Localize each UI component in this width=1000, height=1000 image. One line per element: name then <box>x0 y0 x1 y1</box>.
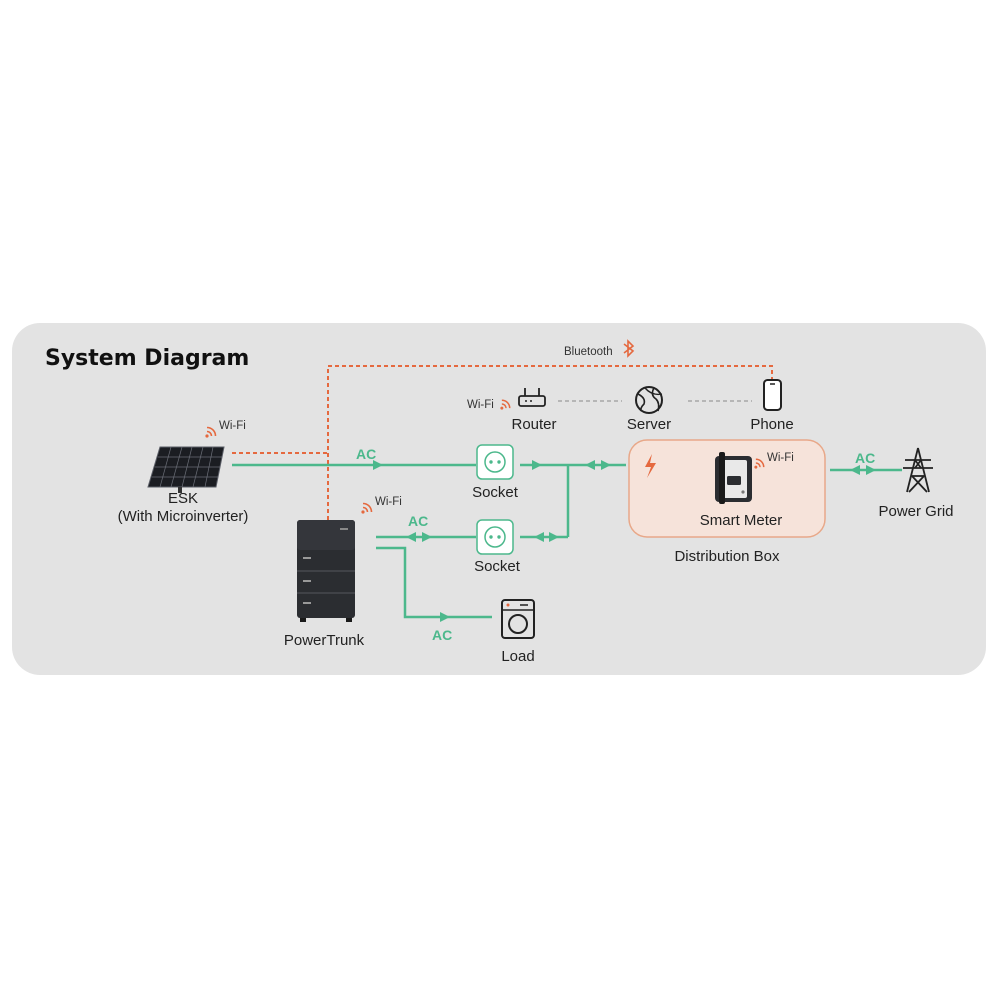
power-grid-label: Power Grid <box>878 503 953 520</box>
phone-label: Phone <box>750 416 793 433</box>
wifi-icon <box>205 426 217 438</box>
arrow-right <box>549 532 559 542</box>
arrow-left <box>534 532 544 542</box>
smart-meter-wifi-label: Wi-Fi <box>767 452 794 464</box>
router-icon <box>518 388 546 407</box>
wifi-icon <box>500 399 511 410</box>
ac-label: AC <box>855 450 875 466</box>
solar-panel-icon <box>147 446 225 493</box>
wifi-icon <box>361 502 373 514</box>
arrow-left <box>585 460 595 470</box>
phone-icon <box>763 379 782 411</box>
arrow-right <box>866 465 876 475</box>
arrow-right <box>532 460 542 470</box>
esk-wifi-label: Wi-Fi <box>219 420 246 432</box>
router-label: Router <box>511 416 556 433</box>
distribution-box-label: Distribution Box <box>674 548 780 565</box>
ac-label: AC <box>356 446 376 462</box>
lightning-icon <box>645 454 656 478</box>
arrow-right <box>601 460 611 470</box>
page-title: System Diagram <box>45 346 249 371</box>
globe-icon <box>635 386 663 414</box>
ac-label: AC <box>408 513 428 529</box>
arrow-right <box>422 532 432 542</box>
server-label: Server <box>627 416 671 433</box>
powertrunk-wifi-label: Wi-Fi <box>375 496 402 508</box>
smart-meter-label: Smart Meter <box>700 512 783 529</box>
esk-sublabel: (With Microinverter) <box>118 508 249 525</box>
socket-top-label: Socket <box>472 484 519 501</box>
powertrunk-icon <box>297 520 355 622</box>
load-label: Load <box>501 648 534 665</box>
ac-label: AC <box>432 627 452 643</box>
socket-icon <box>476 444 514 480</box>
socket-bottom-label: Socket <box>474 558 521 575</box>
esk-label: ESK <box>168 490 198 507</box>
arrow-left <box>406 532 416 542</box>
smart-meter-icon <box>715 452 752 504</box>
arrow-right <box>440 612 450 622</box>
powertrunk-label: PowerTrunk <box>284 632 365 649</box>
router-wifi-label: Wi-Fi <box>467 399 494 411</box>
power-tower-icon <box>903 447 933 493</box>
arrow-left <box>850 465 860 475</box>
bluetooth-label: Bluetooth <box>564 346 613 358</box>
socket-icon <box>476 519 514 555</box>
bluetooth-link <box>327 365 773 520</box>
bluetooth-icon <box>623 339 635 358</box>
washing-machine-icon <box>501 599 535 639</box>
